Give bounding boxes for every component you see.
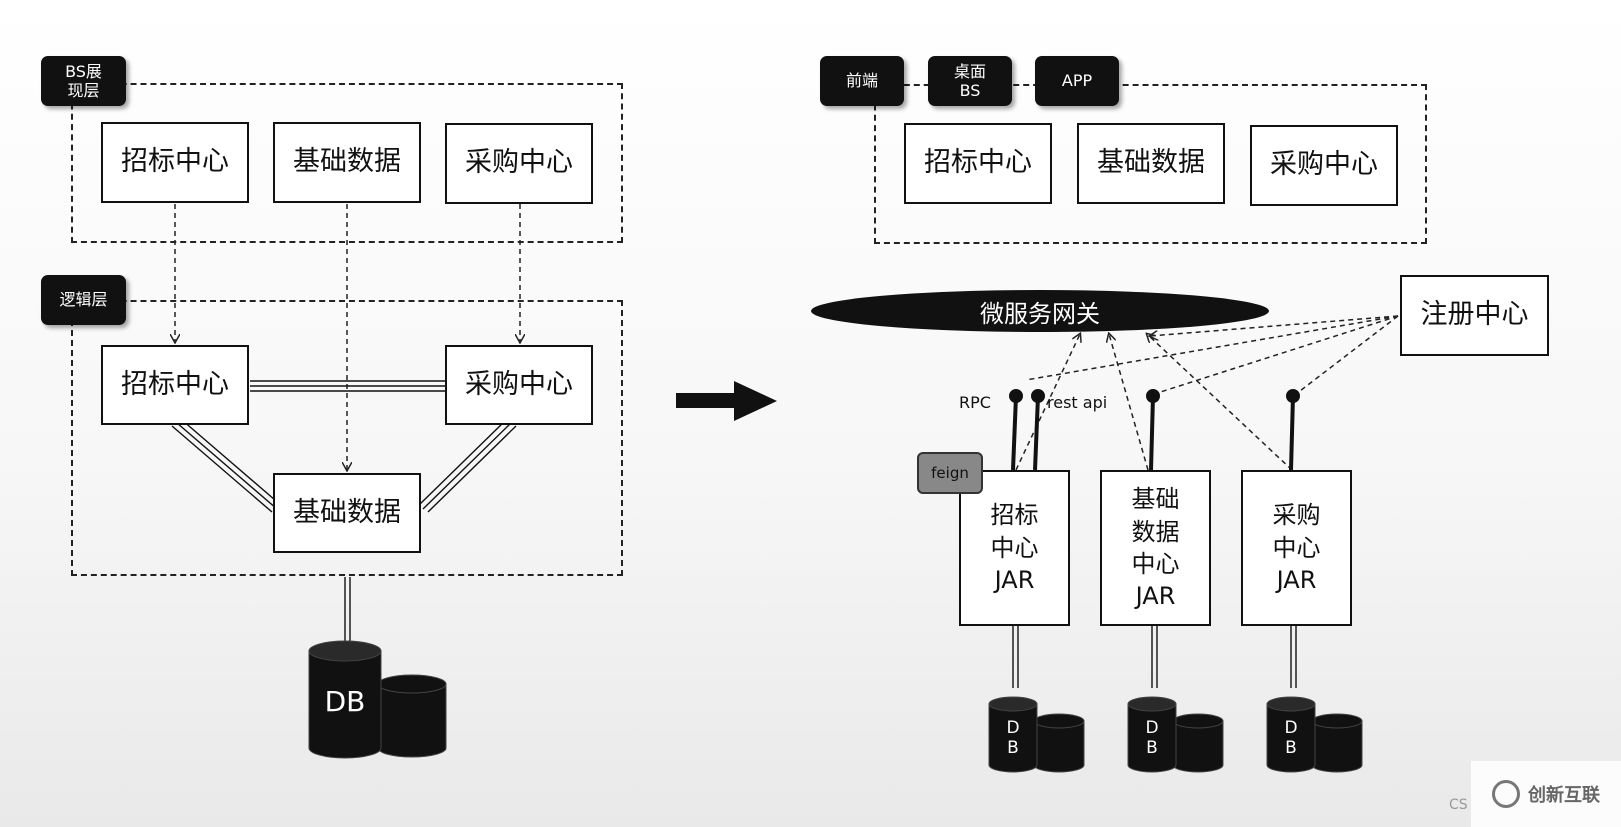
service-db-label-3: D B bbox=[1284, 718, 1298, 759]
desktop-bs-tag: 桌面 BS bbox=[928, 56, 1012, 106]
registry-box: 注册中心 bbox=[1400, 275, 1549, 356]
left-logic-box-purchase: 采购中心 bbox=[445, 345, 593, 425]
watermark-cs: CS bbox=[1449, 797, 1468, 813]
right-top-box-base: 基础数据 bbox=[1077, 123, 1225, 204]
left-top-box-base: 基础数据 bbox=[273, 122, 421, 203]
service-gateway-links bbox=[1015, 334, 1293, 471]
service-box-base-jar: 基础 数据 中心 JAR bbox=[1100, 470, 1211, 626]
db-cylinder-service-2 bbox=[1127, 696, 1224, 773]
left-logic-box-base: 基础数据 bbox=[273, 473, 421, 553]
watermark-brand: 创新互联 bbox=[1528, 785, 1600, 806]
rpc-label: RPC bbox=[959, 393, 991, 412]
frontend-tag: 前端 bbox=[820, 56, 904, 106]
left-db-label: DB bbox=[324, 685, 366, 718]
right-top-box-bid: 招标中心 bbox=[904, 123, 1052, 204]
presentation-layer-container bbox=[71, 83, 623, 243]
link-logic-db bbox=[344, 577, 351, 642]
service-pins bbox=[1009, 389, 1300, 471]
gateway-shape bbox=[811, 290, 1269, 332]
left-top-box-purchase: 采购中心 bbox=[445, 123, 593, 204]
right-top-box-purchase: 采购中心 bbox=[1250, 125, 1398, 206]
feign-tag: feign bbox=[917, 452, 983, 494]
link-bid-purchase bbox=[250, 380, 446, 392]
watermark: 创新互联 bbox=[1471, 761, 1621, 827]
left-top-box-bid: 招标中心 bbox=[101, 122, 249, 203]
transition-arrow bbox=[676, 381, 777, 421]
brand-logo-icon bbox=[1492, 780, 1520, 808]
db-cylinder-left bbox=[308, 640, 447, 759]
service-box-purchase-jar: 采购 中心 JAR bbox=[1241, 470, 1352, 626]
registry-links bbox=[1025, 315, 1399, 397]
rest-api-label: rest api bbox=[1047, 393, 1108, 412]
logic-layer-container bbox=[71, 300, 623, 576]
service-db-links bbox=[1012, 626, 1297, 688]
service-db-label-2: D B bbox=[1145, 718, 1159, 759]
service-box-bid-jar: 招标 中心 JAR bbox=[959, 470, 1070, 626]
link-purchase-base bbox=[417, 419, 517, 513]
left-logic-box-bid: 招标中心 bbox=[101, 345, 249, 425]
service-db-label-1: D B bbox=[1006, 718, 1020, 759]
link-bid-base bbox=[171, 419, 283, 513]
presentation-layer-tag: BS展 现层 bbox=[41, 56, 126, 106]
app-tag: APP bbox=[1035, 56, 1119, 106]
logic-layer-tag: 逻辑层 bbox=[41, 275, 126, 325]
frontend-container bbox=[874, 84, 1427, 244]
db-cylinder-service-1 bbox=[988, 696, 1085, 773]
db-cylinder-service-3 bbox=[1266, 696, 1363, 773]
gateway-label: 微服务网关 bbox=[980, 300, 1100, 328]
